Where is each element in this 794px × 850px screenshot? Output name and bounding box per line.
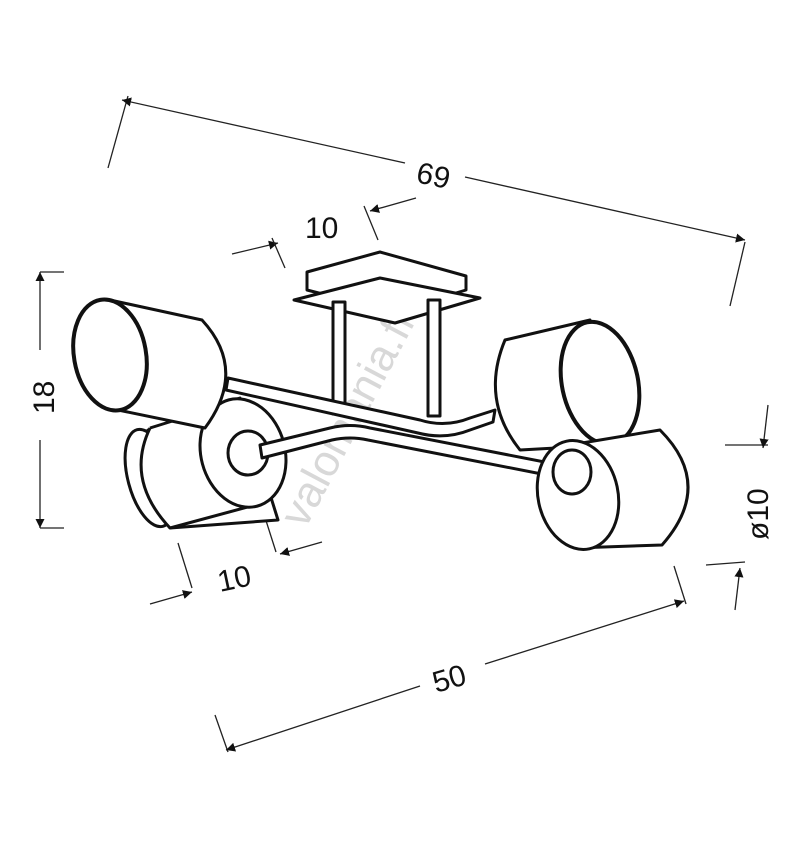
svg-text:10: 10 [305, 212, 338, 245]
dim-shade-length: 10 [149, 507, 323, 605]
svg-text:18: 18 [28, 381, 61, 414]
svg-text:10: 10 [215, 560, 255, 599]
dim-height: 18 [28, 271, 64, 529]
svg-text:ø10: ø10 [742, 488, 775, 540]
dim-shade-diameter: ø10 [705, 404, 775, 611]
lamp-illustration [71, 250, 690, 551]
svg-text:69: 69 [414, 157, 454, 196]
dim-total-width: 69 [107, 95, 746, 307]
dim-base-width: 10 [231, 197, 417, 269]
svg-text:50: 50 [429, 659, 470, 700]
dim-arm-width: 50 [214, 565, 687, 753]
